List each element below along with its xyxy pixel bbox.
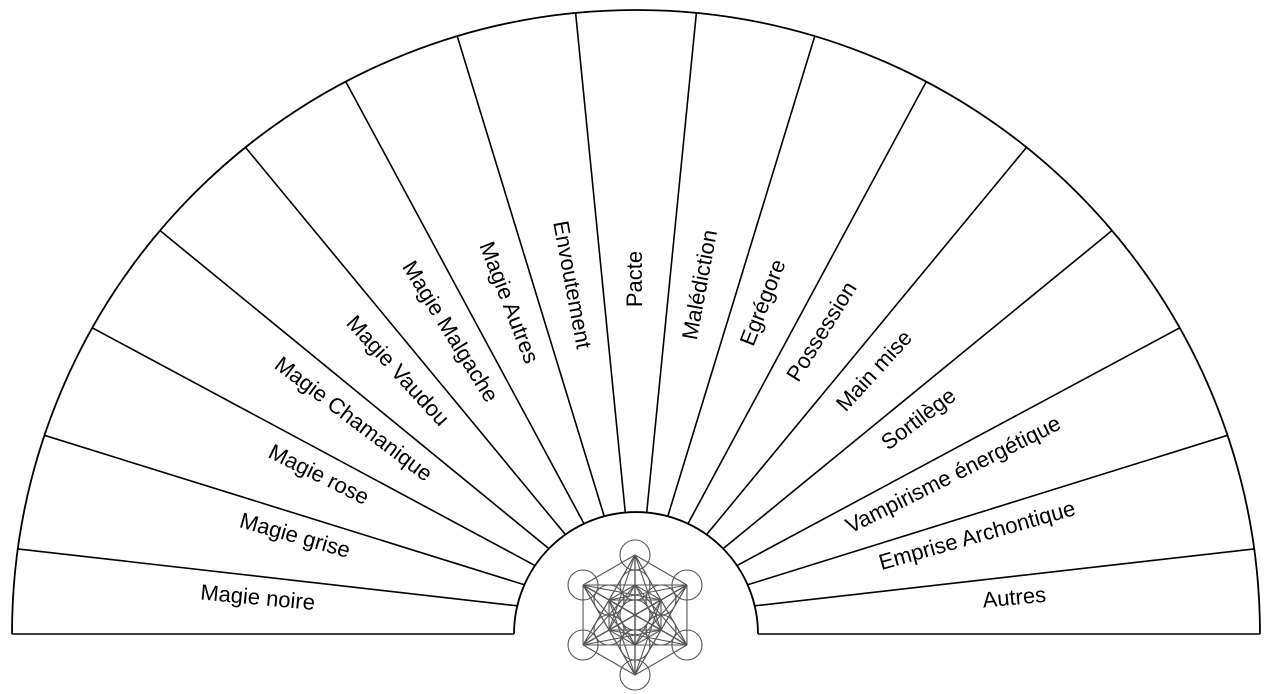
segment-divider [159,229,550,550]
segment-divider [667,35,816,517]
segment-label: Pacte [622,251,647,307]
segment-label: Malédiction [677,228,722,342]
segment-divider [754,548,1255,607]
segment-divider [91,327,536,567]
segment-label: Autres [981,582,1047,613]
segment-label: Main mise [831,325,917,416]
segment-label: Sortilège [876,383,960,455]
segment-divider [722,229,1113,550]
segment-divider [687,81,927,525]
segment-label: Envoutement [548,219,596,351]
segment-divider [736,327,1181,567]
outer-arc [11,9,1261,635]
fan-structure [11,9,1261,635]
segment-label: Magie grise [237,508,353,563]
segment-divider [574,12,627,513]
metatron-cube-icon [567,539,703,691]
segment-label: Magie noire [199,579,316,614]
segment-divider [345,81,585,525]
segment-divider [706,146,1028,536]
segment-divider [456,35,605,517]
segment-label: Possession [781,277,861,386]
segment-divider [645,12,698,513]
segment-divider [44,434,525,586]
segment-divider [17,548,518,607]
segment-divider [244,146,566,536]
segment-label: Magie Autres [475,238,545,367]
inner-arc [513,511,759,635]
segment-divider [747,434,1228,586]
